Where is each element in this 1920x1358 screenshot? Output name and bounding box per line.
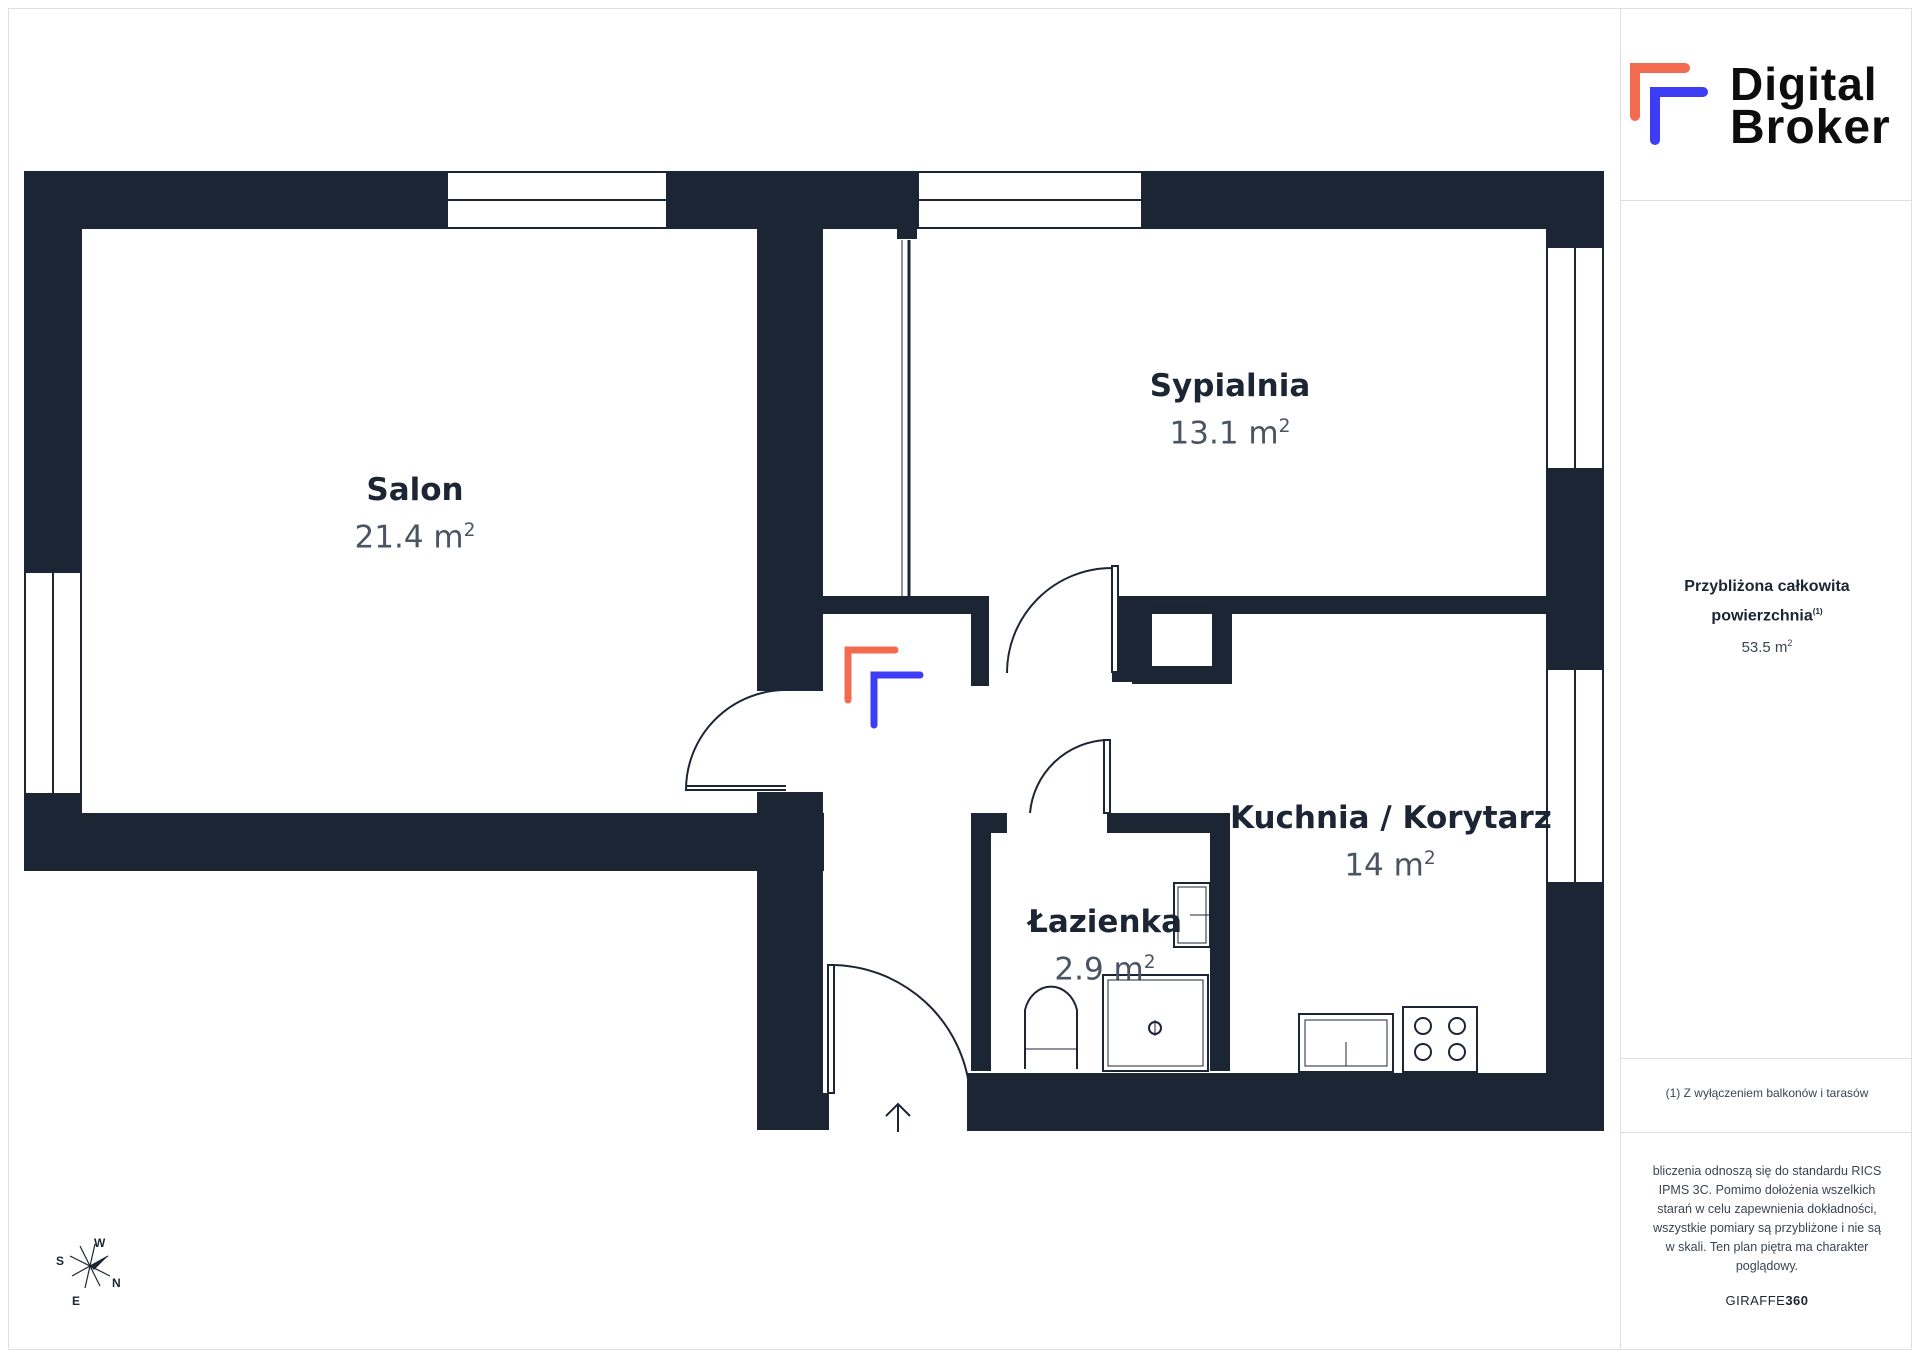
room-name: Salon xyxy=(366,472,464,508)
wall-hall-left-lower xyxy=(757,792,823,1130)
room-lazienka: Łazienka 2.9 m2 xyxy=(1020,902,1190,990)
compass: W S N E xyxy=(50,1232,130,1312)
door-salon xyxy=(684,689,787,791)
toilet-icon xyxy=(1024,985,1078,1069)
wall-salon-right-upper xyxy=(757,171,823,691)
page-frame xyxy=(8,8,1912,1350)
total-area-value: 53.5 m2 xyxy=(1741,638,1793,657)
footnote: (1) Z wyłączeniem balkonów i tarasów xyxy=(1665,1086,1869,1100)
separator xyxy=(1621,200,1912,201)
digital-broker-logo-icon xyxy=(1630,63,1708,145)
entrance-arrow xyxy=(885,1102,911,1132)
room-area: 14 m2 xyxy=(1344,847,1436,884)
stove-icon xyxy=(1402,1006,1478,1073)
sidebar: Digital Broker Przybliżona całkowita pow… xyxy=(1620,8,1912,1350)
wall-closet-bottom xyxy=(823,596,989,614)
wall-shaft-left xyxy=(1132,596,1152,682)
logo-line2: Broker xyxy=(1730,101,1891,154)
compass-n: N xyxy=(112,1276,121,1290)
walls xyxy=(24,171,1604,1131)
room-name: Sypialnia xyxy=(1149,368,1311,404)
compass-rose-icon xyxy=(69,1243,111,1289)
room-area: 21.4 m2 xyxy=(354,519,476,556)
wall-bath-top-right xyxy=(1107,813,1227,833)
bathroom-fixtures xyxy=(1024,882,1212,1072)
total-area: Przybliżona całkowita powierzchnia(1) 53… xyxy=(1621,574,1913,656)
compass-e: E xyxy=(72,1294,81,1308)
door-entrance xyxy=(829,963,971,1094)
floor-plan xyxy=(24,171,1604,1132)
wall-shaft-bottom xyxy=(1132,666,1232,684)
room-area: 13.1 m2 xyxy=(1169,415,1291,452)
doors xyxy=(684,565,1212,1094)
wall-bath-top-left xyxy=(971,813,1007,833)
compass-w: W xyxy=(94,1236,106,1250)
wall-closet-top-post xyxy=(897,171,917,239)
kitchen-fixtures xyxy=(1298,1006,1478,1073)
giraffe360-brand: GIRAFFE360 xyxy=(1725,1293,1809,1308)
wall-shaft-right xyxy=(1212,596,1232,682)
windows xyxy=(24,171,1604,884)
room-kuchnia-korytarz: Kuchnia / Korytarz 14 m2 xyxy=(1230,798,1552,886)
wall-bedroom-bottom xyxy=(1132,596,1546,614)
closet xyxy=(901,240,911,596)
door-bathroom xyxy=(1029,739,1108,814)
separator xyxy=(1621,1132,1912,1133)
logo-wordmark: Digital Broker xyxy=(1730,58,1891,154)
wall-bath-right xyxy=(1210,813,1230,1071)
total-area-title: Przybliżona całkowita powierzchnia(1) xyxy=(1684,578,1850,625)
compass-s: S xyxy=(56,1254,65,1268)
wall-salon-bottom xyxy=(24,813,824,871)
wall-bath-left xyxy=(971,813,991,1071)
wall-closet-door-jamb xyxy=(971,596,989,686)
room-name: Kuchnia / Korytarz xyxy=(1230,800,1552,836)
wall-bottom-left-stub xyxy=(757,1093,829,1130)
watermark-logo-icon xyxy=(844,646,924,729)
room-name: Łazienka xyxy=(1027,904,1183,940)
disclaimer: bliczenia odnoszą się do standardu RICS … xyxy=(1652,1164,1882,1273)
room-area: 2.9 m2 xyxy=(1054,951,1156,988)
brand-logo: Digital Broker xyxy=(1625,48,1915,168)
room-salon: Salon 21.4 m2 xyxy=(300,470,530,558)
wall-bottom-right xyxy=(967,1073,1604,1131)
logo-line1: Digital xyxy=(1730,58,1878,110)
room-sypialnia: Sypialnia 13.1 m2 xyxy=(1090,366,1370,454)
separator xyxy=(1621,1058,1912,1059)
door-bedroom xyxy=(1006,565,1113,674)
